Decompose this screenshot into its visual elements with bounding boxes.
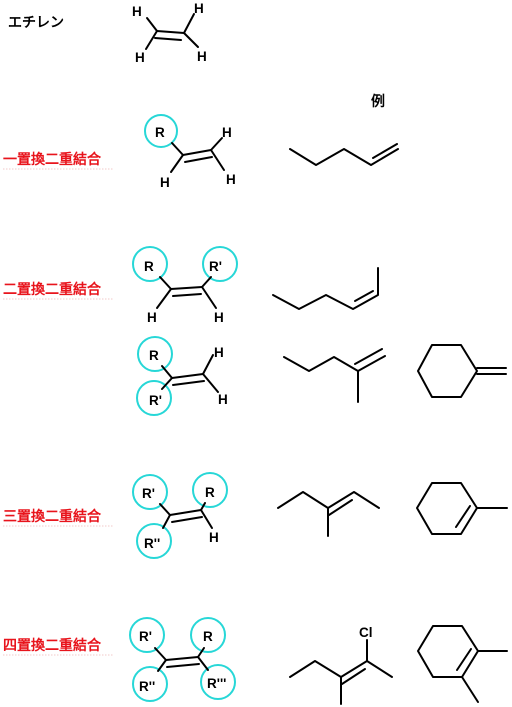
di-gem-r: R (149, 348, 159, 363)
ethylene-h3: H (135, 50, 145, 65)
substituent-circle-r-prime (129, 617, 165, 653)
example-1-pentene (289, 143, 399, 166)
ethylene-h4: H (197, 49, 207, 64)
example-2-methyl-2-pentene (277, 491, 380, 537)
tetra-r-triple-prime: R''' (207, 676, 226, 691)
substituent-circle-r-prime (136, 380, 172, 416)
di-gem-h2: H (218, 392, 228, 407)
di-cis-r-prime: R' (209, 259, 222, 274)
tri-r-prime: R' (142, 486, 155, 501)
tetra-r-prime: R' (139, 629, 152, 644)
di-gem-h1: H (214, 345, 224, 360)
example-chloro-methyl-pentene: Cl (289, 625, 393, 705)
ethylene-h1: H (132, 4, 142, 19)
tetrasubstituted-label: 四置換二重結合 (3, 637, 102, 653)
substituent-circle-r-double-prime (136, 523, 172, 559)
trisubstituted-generic-structure: R' R R'' H (132, 472, 228, 559)
disubstituted-label: 二置換二重結合 (3, 281, 102, 297)
disubstituted-cis-generic-structure: R R' H H (132, 246, 238, 325)
example-1-methylcyclohexene (416, 482, 508, 535)
example-2-methyl-1-pentene (283, 348, 386, 403)
example-cis-3-hexene (272, 267, 379, 310)
di-cis-r: R (144, 259, 154, 274)
mono-h2: H (160, 175, 170, 190)
substituent-circle-r (137, 336, 173, 372)
tetra-r: R (203, 629, 213, 644)
example-methylenecyclohexane (417, 344, 507, 398)
example-chlorine-atom: Cl (359, 625, 373, 640)
substituent-circle-r-prime (132, 474, 168, 510)
ethylene-label: エチレン (8, 14, 64, 30)
example-1-2-dimethylcyclohexene (417, 625, 508, 703)
tri-r-double-prime: R'' (144, 536, 160, 551)
monosubstituted-label: 一置換二重結合 (3, 151, 102, 167)
ethylene-h2: H (194, 1, 204, 16)
di-cis-h2: H (214, 310, 224, 325)
di-gem-r-prime: R' (149, 393, 162, 408)
monosubstituted-generic-structure: R H H H (144, 114, 236, 190)
disubstituted-geminal-generic-structure: R R' H H (136, 336, 228, 416)
substituent-circle-r (190, 617, 226, 653)
example-header: 例 (371, 93, 385, 109)
ethylene-structure: H H H H (132, 1, 207, 65)
di-cis-h1: H (147, 310, 157, 325)
substituent-circle-r-triple-prime (200, 664, 236, 700)
trisubstituted-label: 三置換二重結合 (3, 508, 102, 524)
mono-h3: H (226, 172, 236, 187)
tri-r: R (205, 485, 215, 500)
tri-h: H (209, 530, 219, 545)
tetrasubstituted-generic-structure: R' R R'' R''' (129, 617, 236, 702)
tetra-r-double-prime: R'' (139, 679, 155, 694)
mono-h1: H (222, 125, 232, 140)
substituent-circle-r (192, 472, 228, 508)
substituent-circle-r (144, 114, 178, 148)
substituent-circle-r-double-prime (132, 666, 168, 702)
mono-r: R (155, 125, 165, 140)
substituent-circle-r (132, 246, 168, 282)
substituent-circle-r-prime (202, 246, 238, 282)
